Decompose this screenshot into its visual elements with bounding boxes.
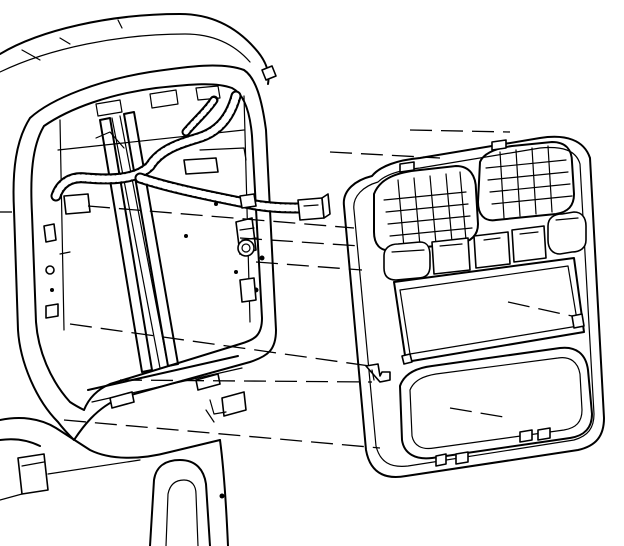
instrument-panel-opening <box>12 64 277 441</box>
lower-dash-structure <box>0 399 229 546</box>
wiring-connector <box>297 193 331 221</box>
left-air-outlet <box>373 165 479 252</box>
control-button-row <box>383 211 587 281</box>
right-air-outlet <box>477 141 575 222</box>
exploded-view-guide-lines <box>0 129 573 449</box>
radio-opening <box>393 257 585 365</box>
lower-storage-pocket <box>399 346 593 467</box>
wiring-harness <box>50 90 306 215</box>
center-trim-bezel <box>342 135 605 478</box>
dash-upper-surface <box>0 13 277 85</box>
